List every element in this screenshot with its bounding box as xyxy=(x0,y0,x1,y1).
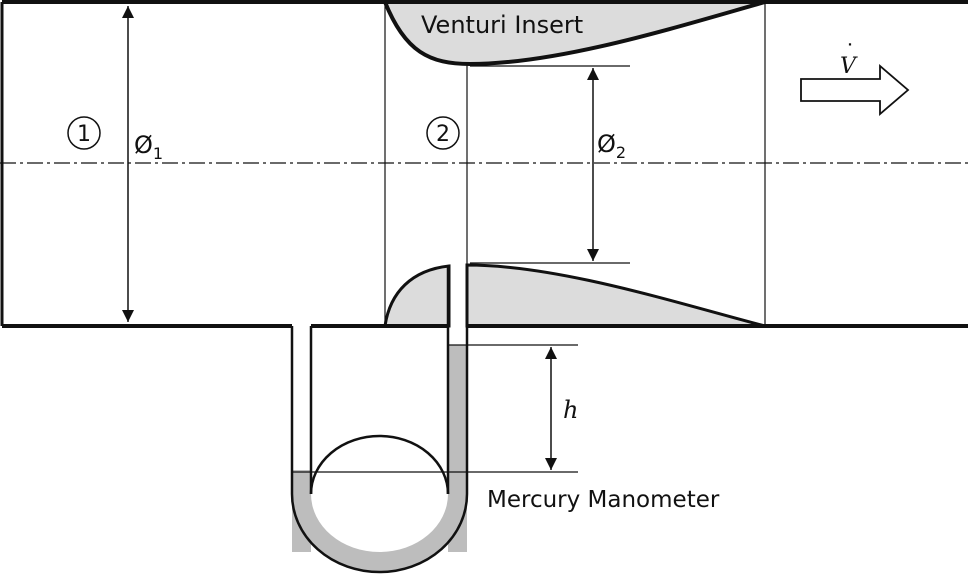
section-1-label: 1 xyxy=(77,122,91,147)
venturi-insert-top xyxy=(383,0,767,66)
pipe-walls xyxy=(0,0,968,328)
section-2-label: 2 xyxy=(436,122,450,147)
manometer-inner-bend xyxy=(309,434,450,495)
diameter-1-label: Ø1 xyxy=(134,131,163,163)
diameter-2-symbol: Ø xyxy=(597,130,616,158)
mercury-u-bend xyxy=(292,470,467,572)
flow-rate-label: V xyxy=(840,54,858,79)
venturi-insert-bottom xyxy=(383,264,451,328)
height-label: h xyxy=(563,396,578,424)
flow-rate-dot-accent: ˙ xyxy=(845,41,856,66)
diameter-1-symbol: Ø xyxy=(134,131,153,159)
section-lines xyxy=(384,2,766,326)
diameter-1-subscript: 1 xyxy=(153,144,163,163)
section-1-marker xyxy=(67,116,101,150)
manometer-tube xyxy=(290,265,469,574)
diameter-2-subscript: 2 xyxy=(616,143,626,162)
venturi-insert-label: Venturi Insert xyxy=(421,11,583,39)
diameter-2-label: Ø2 xyxy=(597,130,626,162)
venturi-insert-bottom-diffuser xyxy=(465,263,766,328)
mercury-manometer-label: Mercury Manometer xyxy=(487,487,720,513)
section-2-marker xyxy=(426,116,460,150)
mercury-column xyxy=(292,345,467,572)
flow-direction-arrow xyxy=(800,64,910,116)
manometer-outer-bend xyxy=(290,493,469,574)
